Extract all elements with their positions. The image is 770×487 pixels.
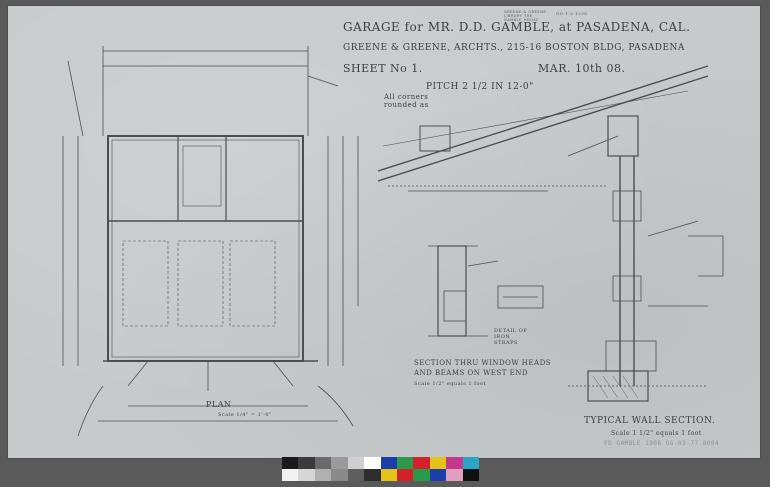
calibration-swatch — [413, 457, 430, 469]
calibration-bottom-row — [282, 469, 480, 481]
calibration-swatch — [331, 457, 348, 469]
typical-wall-scale: Scale 1 1/2" equals 1 foot — [611, 430, 702, 437]
calibration-swatch — [282, 457, 299, 469]
archive-number: FD GAMBLE 1908 GG-03-77.8004 — [604, 440, 720, 447]
roof-pitch-note: PITCH 2 1/2 IN 12-0" — [426, 82, 534, 92]
calibration-swatch — [429, 457, 447, 469]
sheet-reference: GG-1-2-1938 — [556, 11, 588, 16]
calibration-swatch — [446, 457, 463, 469]
color-calibration-strip — [282, 457, 480, 481]
calibration-swatch — [282, 469, 299, 481]
calibration-swatch — [380, 469, 397, 481]
typical-wall-section-label: TYPICAL WALL SECTION. — [584, 416, 716, 426]
calibration-swatch — [462, 469, 480, 481]
calibration-swatch — [314, 457, 332, 469]
calibration-swatch — [413, 469, 430, 481]
sheet-number: SHEET No 1. — [343, 62, 423, 75]
plan-label: PLAN — [206, 400, 232, 409]
drawing-title: GARAGE for MR. D.D. GAMBLE, at PASADENA,… — [343, 20, 691, 34]
calibration-swatch — [396, 469, 414, 481]
corners-note: All corners rounded as — [384, 93, 429, 109]
calibration-swatch — [314, 469, 332, 481]
plan-scale: Scale 1/4" = 1'-0" — [218, 412, 272, 418]
archive-stamp: GREENE & GREENE LIBRARY THE GAMBLE HOUSE — [504, 10, 547, 22]
calibration-swatch — [364, 457, 381, 469]
calibration-swatch — [429, 469, 447, 481]
plan-outer-wall — [107, 135, 304, 362]
architectural-drawing — [62, 46, 724, 437]
calibration-swatch — [396, 457, 414, 469]
calibration-top-row — [282, 457, 480, 469]
calibration-swatch — [462, 457, 480, 469]
calibration-swatch — [380, 457, 397, 469]
architects-line: GREENE & GREENE, ARCHTS., 215-16 BOSTON … — [343, 43, 685, 53]
calibration-swatch — [347, 457, 365, 469]
calibration-swatch — [347, 469, 365, 481]
calibration-swatch — [364, 469, 381, 481]
window-section-label: SECTION THRU WINDOW HEADS AND BEAMS ON W… — [414, 359, 551, 387]
drawing-date: MAR. 10th 08. — [538, 62, 626, 75]
iron-strap-detail-label: DETAIL OF IRON STRAPS — [494, 328, 528, 346]
calibration-swatch — [331, 469, 348, 481]
calibration-swatch — [298, 469, 315, 481]
calibration-swatch — [446, 469, 463, 481]
calibration-swatch — [298, 457, 315, 469]
